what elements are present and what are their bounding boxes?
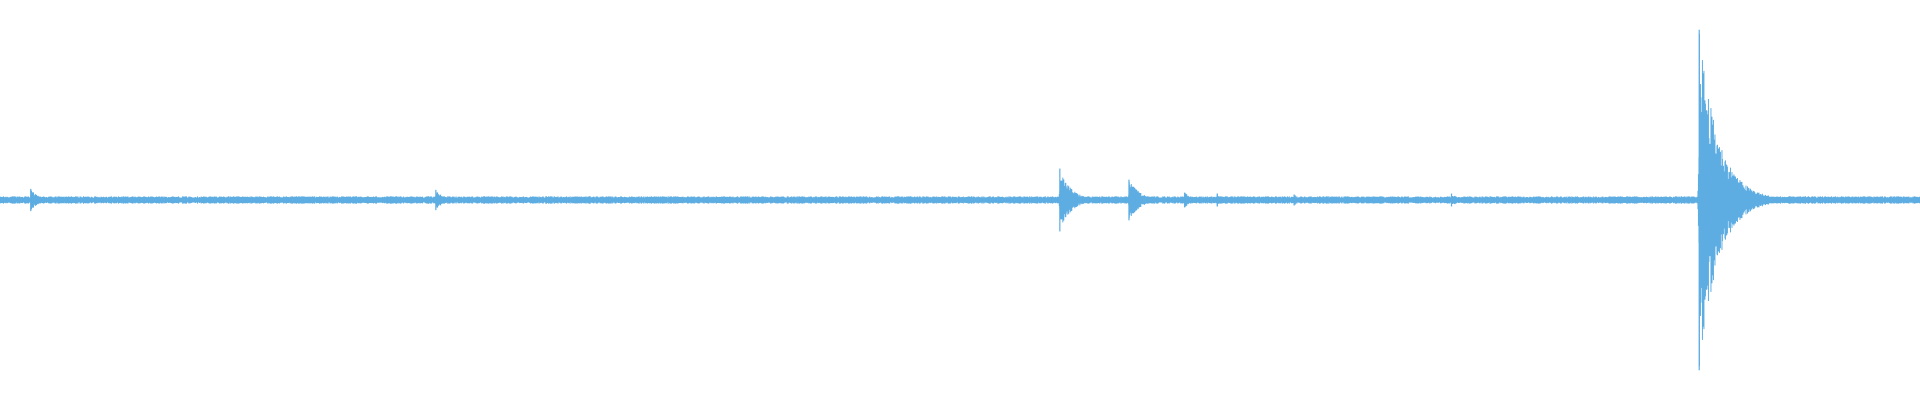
waveform-series (0, 29, 1920, 371)
waveform-line (0, 33, 1920, 367)
